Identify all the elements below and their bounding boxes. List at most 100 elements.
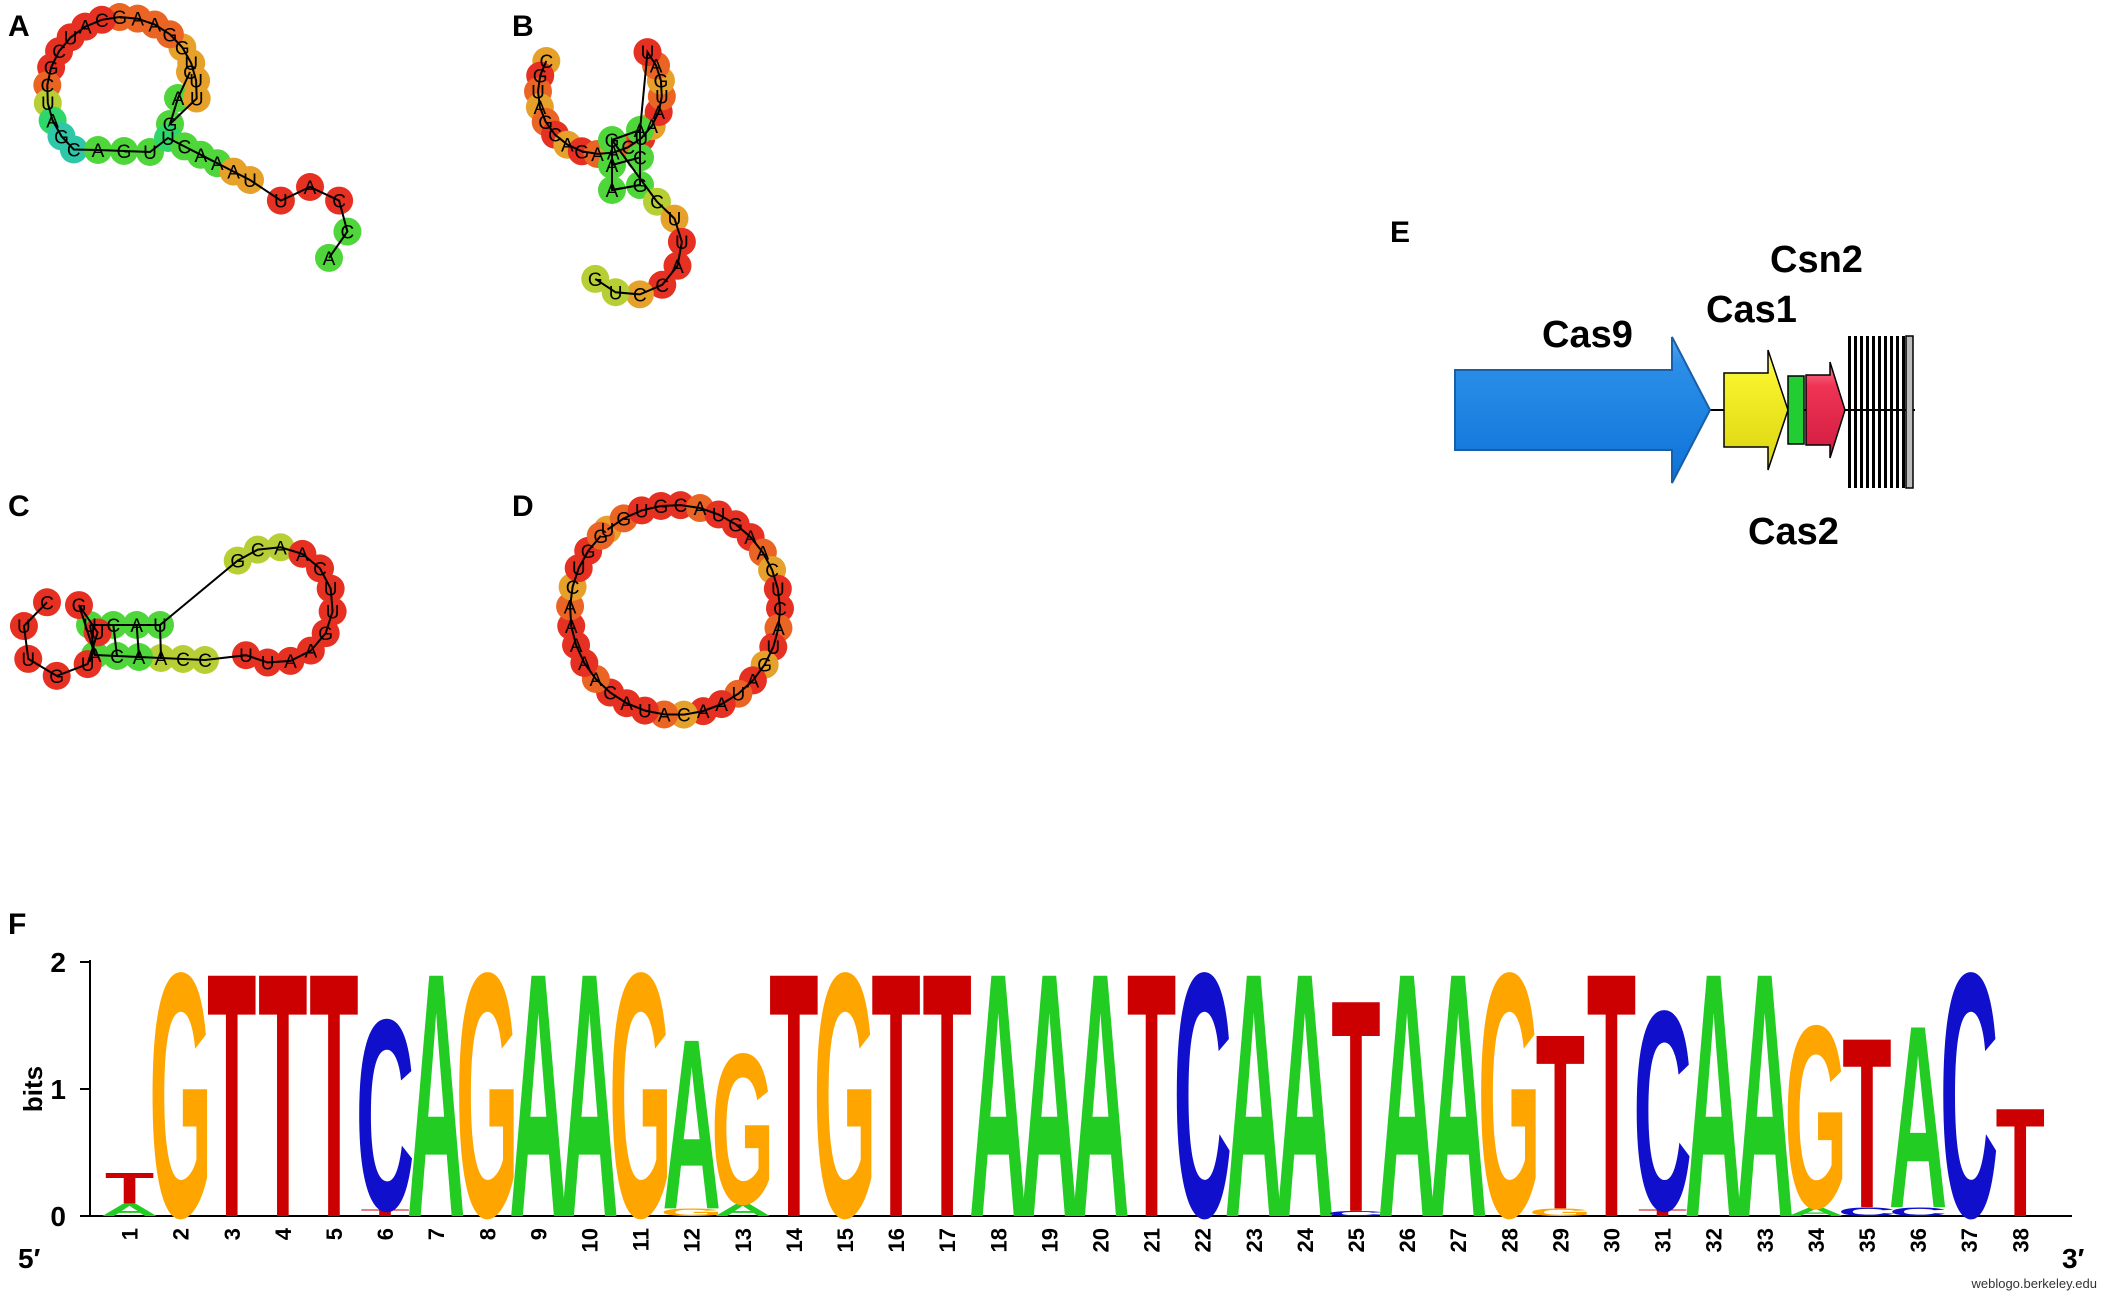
nucleotide-letter: C bbox=[621, 138, 635, 159]
cas-operon-diagram: Cas9 Cas1 Csn2 Cas2 bbox=[1454, 239, 1915, 553]
cas9-label: Cas9 bbox=[1542, 314, 1633, 356]
logo-position-label: 18 bbox=[986, 1228, 1011, 1252]
logo-position-label: 6 bbox=[373, 1228, 398, 1240]
nucleotide-letter: C bbox=[773, 599, 787, 620]
nucleotide-letter: G bbox=[72, 596, 87, 617]
rna-backbone bbox=[46, 15, 349, 259]
logo-letter: C bbox=[1940, 900, 1998, 1290]
logo-position-label: 4 bbox=[271, 1227, 296, 1240]
nucleotide-letter: C bbox=[548, 126, 562, 147]
nucleotide-letter: A bbox=[591, 145, 604, 166]
rna-backbone bbox=[536, 49, 683, 296]
logo-letter: T bbox=[922, 900, 971, 1290]
rna-backbone bbox=[22, 546, 334, 678]
logo-position-label: 30 bbox=[1599, 1228, 1624, 1252]
nucleotide-letter: U bbox=[771, 580, 785, 601]
crispr-repeat-bar bbox=[1854, 336, 1857, 488]
logo-letter: C bbox=[1838, 1205, 1896, 1219]
nucleotide-letter: G bbox=[318, 624, 333, 645]
crispr-array-end bbox=[1905, 335, 1914, 489]
nucleotide-letter: U bbox=[64, 28, 78, 49]
logo-letter: A bbox=[662, 990, 720, 1261]
logo-position-label: 15 bbox=[833, 1228, 858, 1252]
logo-letter: A bbox=[560, 900, 618, 1290]
base-pair-line bbox=[611, 156, 641, 166]
y-tick-label-1: 1 bbox=[50, 1074, 66, 1105]
nucleotide-letter: A bbox=[744, 528, 757, 549]
panel-label-c: C bbox=[8, 490, 30, 523]
crispr-repeat-bar bbox=[1902, 336, 1905, 488]
nucleotide-letter: A bbox=[304, 178, 317, 199]
logo-letter: G bbox=[1529, 1207, 1592, 1219]
nucleotide-letter: A bbox=[92, 141, 105, 162]
nucleotide-letter: U bbox=[91, 623, 105, 644]
panel-label-f: F bbox=[8, 908, 26, 941]
logo-letter: T bbox=[1638, 1208, 1687, 1218]
nucleotide-letter: A bbox=[79, 18, 92, 39]
nucleotide-letter: G bbox=[616, 509, 631, 530]
logo-letter: A bbox=[1429, 900, 1487, 1290]
nucleotide-letter: C bbox=[251, 541, 265, 562]
nucleotide-letter: G bbox=[533, 67, 548, 88]
nucleotide-letter: C bbox=[67, 140, 81, 161]
logo-position-label: 2 bbox=[169, 1228, 194, 1240]
logo-letter: T bbox=[1127, 900, 1176, 1290]
nucleotide-letter: C bbox=[539, 52, 553, 73]
nucleotide-letter: C bbox=[178, 137, 192, 158]
crispr-array bbox=[1848, 336, 1905, 488]
nucleotide-letter: A bbox=[148, 16, 161, 37]
nucleotide-letter: U bbox=[638, 702, 652, 723]
nucleotide-letter: C bbox=[110, 647, 124, 668]
logo-letter: A bbox=[1787, 1205, 1845, 1219]
nucleotide-letter: G bbox=[538, 113, 553, 134]
nucleotide-letter: G bbox=[728, 515, 743, 536]
nucleotide-letter: U bbox=[635, 501, 649, 522]
logo-letter: T bbox=[258, 900, 307, 1290]
nucleotide-letter: U bbox=[634, 129, 648, 150]
nucleotide-letter: C bbox=[198, 651, 212, 672]
logo-position-label: 31 bbox=[1651, 1228, 1676, 1252]
logo-letter: T bbox=[1842, 988, 1891, 1259]
y-tick-label-0: 0 bbox=[50, 1201, 66, 1232]
logo-letter: T bbox=[1331, 938, 1380, 1277]
weblogo-credit: weblogo.berkeley.edu bbox=[1970, 1276, 2097, 1291]
nucleotide-letter: A bbox=[652, 103, 665, 124]
panel-label-b: B bbox=[512, 10, 534, 43]
nucleotide-letter: G bbox=[117, 142, 132, 163]
nucleotide-letter: A bbox=[130, 616, 143, 637]
crispr-repeat-bar bbox=[1890, 336, 1893, 488]
nucleotide-letter: A bbox=[211, 154, 224, 175]
nucleotide-letter: U bbox=[324, 580, 338, 601]
logo-position-label: 36 bbox=[1906, 1228, 1931, 1252]
nucleotide-letter: G bbox=[654, 72, 669, 93]
nucleotide-letter: C bbox=[176, 650, 190, 671]
logo-letter: T bbox=[207, 900, 256, 1290]
nucleotide-letter: C bbox=[603, 684, 617, 705]
nucleotide-letter: A bbox=[650, 57, 663, 78]
nucleotide-letter: G bbox=[593, 527, 608, 548]
base-pair-line bbox=[135, 624, 140, 658]
nucleotide-letter: C bbox=[341, 223, 355, 244]
nucleotide-letter: A bbox=[694, 499, 707, 520]
logo-letter: A bbox=[100, 1200, 158, 1220]
five-prime-label: 5′ bbox=[18, 1243, 41, 1274]
logo-position-label: 17 bbox=[935, 1228, 960, 1252]
logo-position-label: 21 bbox=[1140, 1228, 1165, 1252]
nucleotide-letter: A bbox=[606, 156, 619, 177]
logo-position-label: 7 bbox=[424, 1228, 449, 1240]
nucleotide-letter: A bbox=[772, 619, 785, 640]
panel-label-e: E bbox=[1390, 216, 1410, 249]
nucleotide-letter: C bbox=[95, 11, 109, 32]
nucleotide-letter: U bbox=[572, 559, 586, 580]
nucleotide-letter: G bbox=[605, 131, 620, 152]
crispr-repeat-bar bbox=[1848, 336, 1851, 488]
logo-letter: T bbox=[360, 1208, 409, 1218]
logo-letter: G bbox=[1478, 900, 1541, 1290]
nucleotide-letter: U bbox=[190, 90, 204, 111]
logo-letter: C bbox=[1173, 900, 1231, 1290]
nucleotide-letter: A bbox=[155, 649, 168, 670]
nucleotide-letter: C bbox=[674, 496, 688, 517]
logo-position-label: 34 bbox=[1804, 1227, 1829, 1252]
